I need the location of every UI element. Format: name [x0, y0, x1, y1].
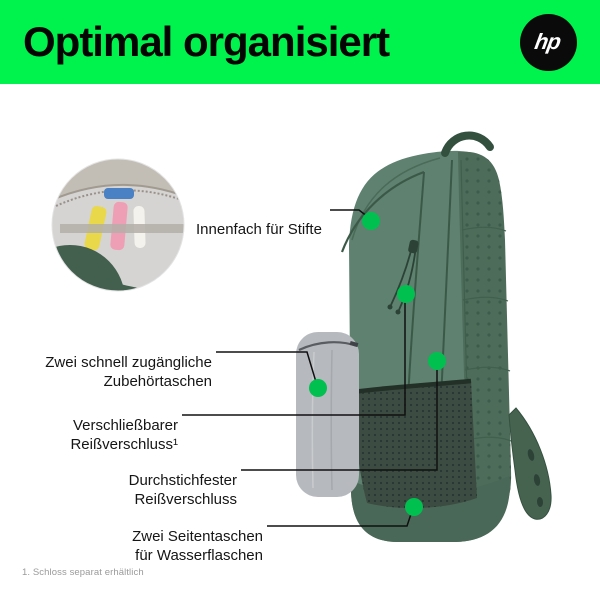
zipper-pull-cords [387, 239, 419, 315]
callout-puncture-zipper: Durchstichfester Reißverschluss [129, 452, 237, 509]
leader-line-lockable-zipper [182, 302, 406, 416]
callout-side-pockets: Zwei Seitentaschen für Wasserflaschen [132, 508, 263, 565]
top-handle [441, 131, 494, 157]
callout-label: Zwei Seitentaschen für Wasserflaschen [132, 528, 263, 564]
leader-lines [182, 209, 438, 527]
page-title: Optimal organisiert [23, 18, 390, 65]
callout-dots [309, 212, 446, 516]
callout-lockable-zipper: Verschließbarer Reißverschluss¹ [70, 397, 178, 454]
footnote: 1. Schloss separat erhältlich [22, 567, 144, 578]
callout-label: Verschließbarer Reißverschluss¹ [70, 417, 178, 453]
blue-pen [104, 188, 134, 199]
hp-logo: hp [520, 13, 577, 71]
callout-label: Zwei schnell zugängliche Zubehörtaschen [45, 354, 212, 390]
adjuster-strap [508, 407, 552, 520]
leader-line-accessory-pockets [216, 351, 317, 383]
callout-accessory-pockets: Zwei schnell zugängliche Zubehörtaschen [45, 334, 212, 391]
backpack [296, 131, 552, 543]
callout-label: Durchstichfester Reißverschluss [128, 472, 237, 508]
dot-pen-compartment [362, 212, 380, 230]
dot-accessory-pockets [309, 379, 327, 397]
callout-label: Innenfach für Stifte [196, 221, 322, 238]
callout-pen-compartment: Innenfach für Stifte [196, 201, 322, 239]
inset-detail-photo [51, 158, 185, 292]
leader-line-puncture-zipper [241, 369, 438, 471]
leader-line-side-pockets [267, 510, 413, 527]
mesh-bottle-pocket [352, 378, 477, 509]
dot-lockable-zipper [397, 285, 415, 303]
dot-side-pockets [405, 498, 423, 516]
banner: Optimal organisiert hp [0, 0, 600, 84]
dot-puncture-zipper [428, 352, 446, 370]
